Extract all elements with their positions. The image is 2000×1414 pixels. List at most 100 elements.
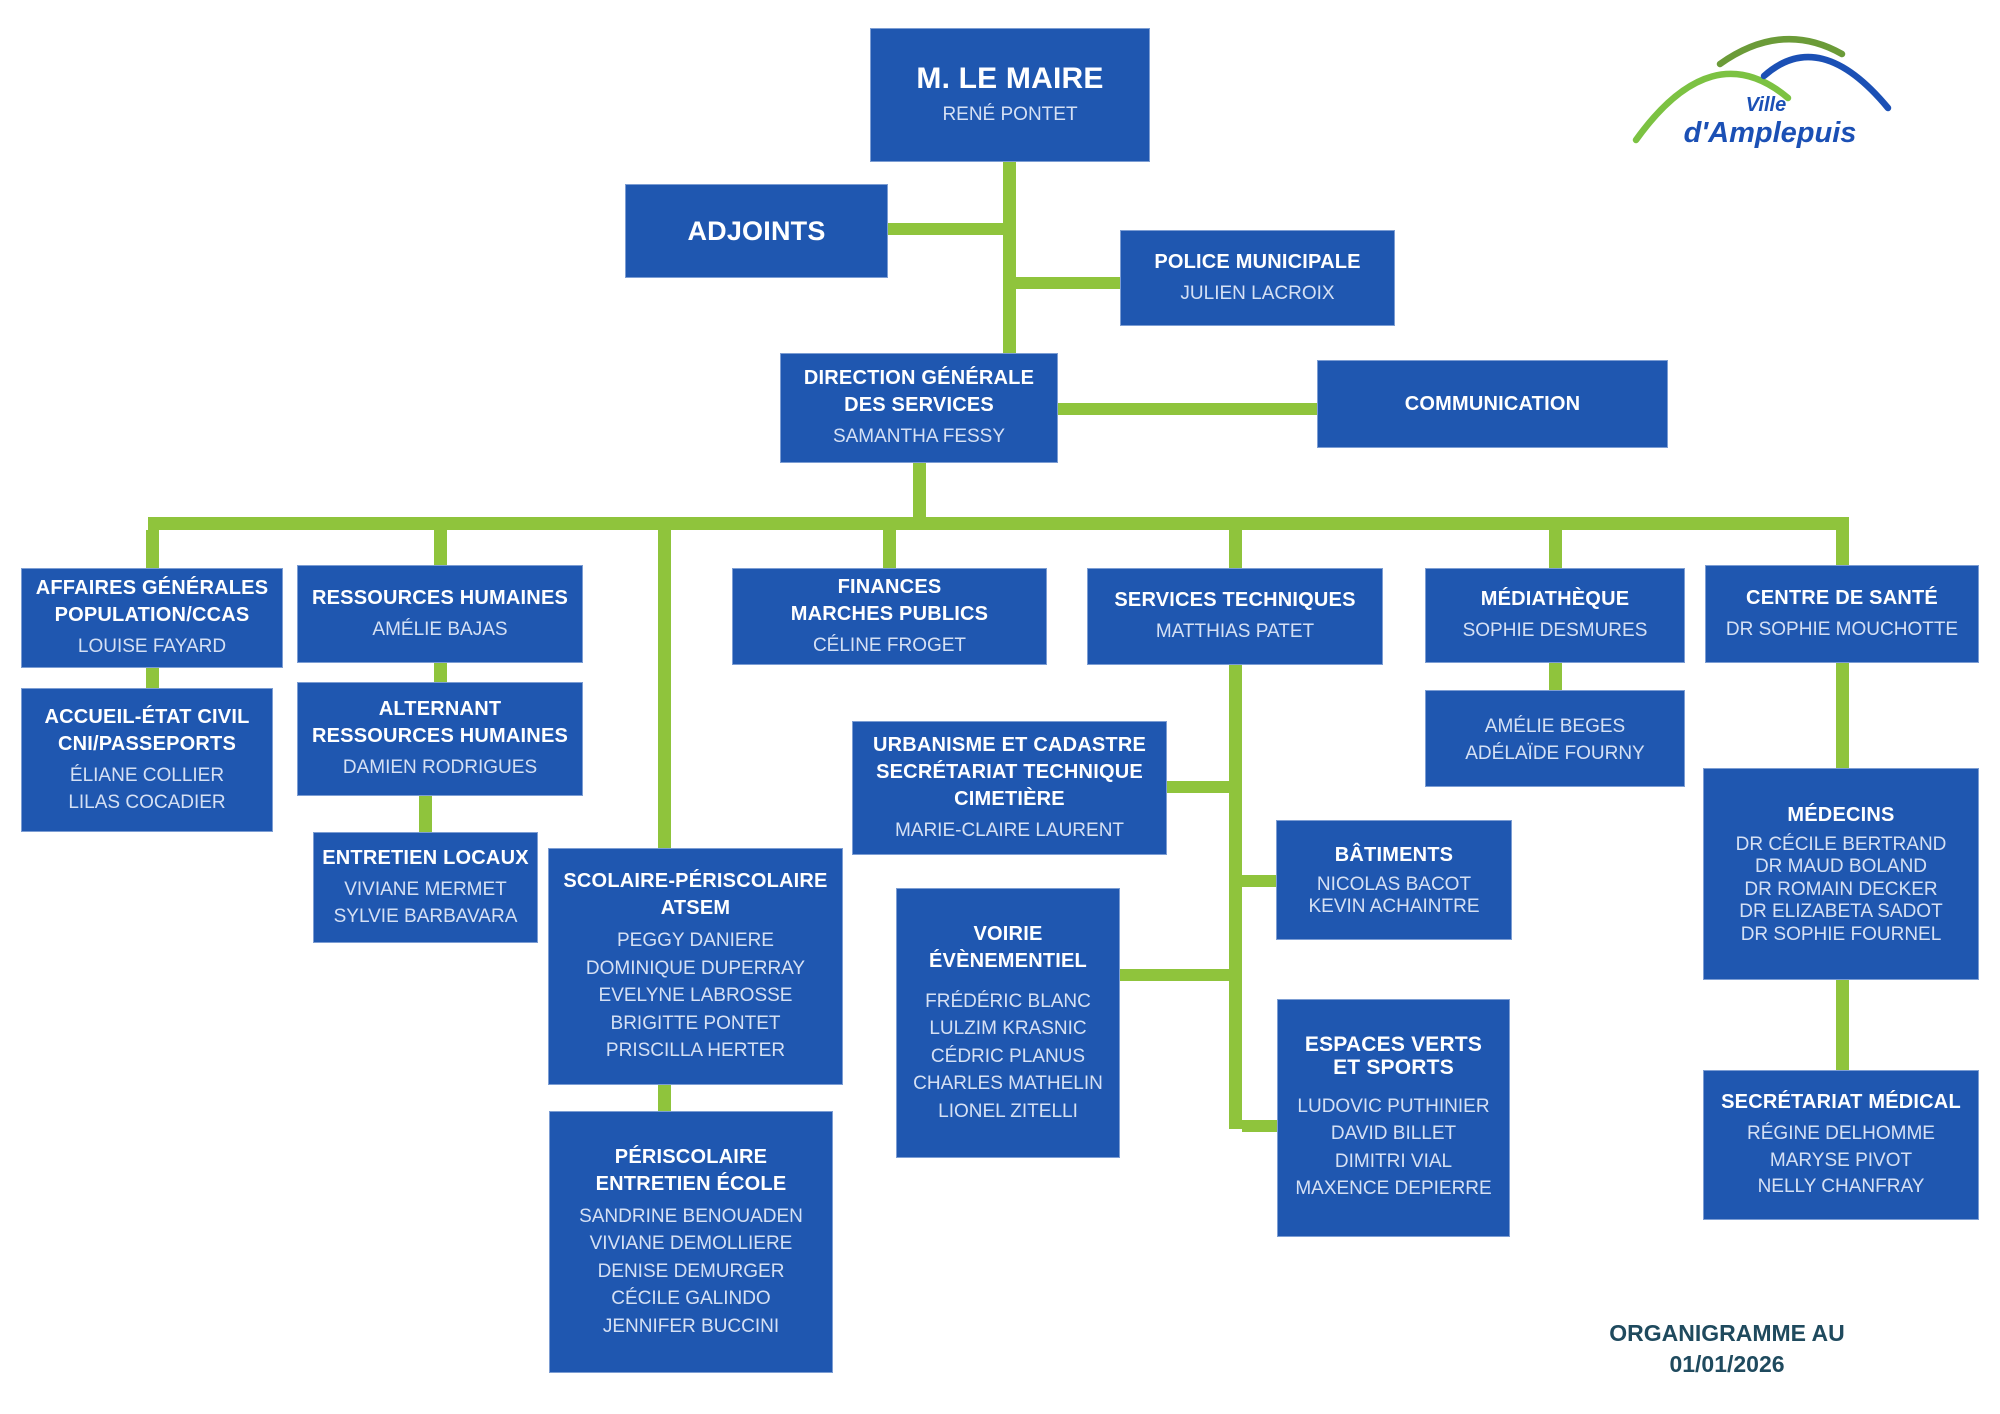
connector-alternant-entretien [419, 796, 432, 832]
text-line: DAMIEN RODRIGUES [342, 757, 538, 779]
text-line: VIVIANE DEMOLLIERE [589, 1233, 793, 1255]
text-line: PEGGY DANIERE [617, 930, 774, 952]
text-line: MATTHIAS PATET [1155, 621, 1315, 643]
box-names: MARIE-CLAIRE LAURENT [861, 818, 1158, 845]
text-line: RESSOURCES HUMAINES [311, 725, 569, 748]
text-line: RÉGINE DELHOMME [1747, 1123, 1935, 1145]
org-box-centre-sante: CENTRE DE SANTÉ DR SOPHIE MOUCHOTTE [1705, 565, 1979, 663]
text-line: LIONEL ZITELLI [938, 1100, 1078, 1122]
connector-batiments-branch [1242, 875, 1276, 887]
connector-drop-rh [434, 530, 447, 565]
text-line: MÉDECINS [1787, 803, 1895, 826]
box-title-lines: M. LE MAIRE [879, 61, 1141, 97]
connector-urbanisme-branch [1167, 781, 1235, 793]
text-line: POLICE MUNICIPALE [1154, 250, 1361, 273]
connector-dgs-drop [913, 463, 926, 517]
org-box-alternant-rh: ALTERNANT RESSOURCES HUMAINES DAMIEN RODR… [297, 682, 583, 796]
box-names: SAMANTHA FESSY [789, 424, 1049, 451]
text-line: ADÉLAÏDE FOURNY [1465, 743, 1645, 764]
text-line: POPULATION/CCAS [54, 604, 250, 627]
box-title-lines: MÉDECINS [1712, 802, 1970, 829]
box-names: JULIEN LACROIX [1129, 281, 1386, 308]
ville-amplepuis-logo: Ville d'Amplepuis [1630, 28, 1895, 153]
text-line: AMÉLIE BEGES [1484, 716, 1626, 738]
box-title-lines: SERVICES TECHNIQUES [1096, 587, 1374, 614]
text-line: DIRECTION GÉNÉRALE [803, 367, 1035, 390]
text-line: JENNIFER BUCCINI [602, 1315, 780, 1337]
connector-main-branch [148, 517, 1849, 530]
text-line: LULZIM KRASNIC [929, 1018, 1087, 1040]
text-line: RESSOURCES HUMAINES [311, 586, 569, 609]
text-line: DR SOPHIE MOUCHOTTE [1725, 618, 1959, 640]
connector-affaires-accueil [146, 667, 159, 688]
text-line: CNI/PASSEPORTS [57, 732, 236, 755]
org-box-services-techniques: SERVICES TECHNIQUES MATTHIAS PATET [1087, 568, 1383, 665]
text-line: MAXENCE DEPIERRE [1295, 1178, 1492, 1200]
connector-voirie-branch [1120, 969, 1235, 981]
logo-arc-blue [1760, 53, 1892, 112]
org-box-accueil-etat-civil: ACCUEIL-ÉTAT CIVIL CNI/PASSEPORTS ÉLIANE … [21, 688, 273, 832]
text-line: M. LE MAIRE [916, 62, 1104, 96]
logo-arc-olive [1716, 35, 1846, 68]
connector-drop-centre-sante [1836, 530, 1849, 565]
text-line: DENISE DEMURGER [597, 1260, 785, 1282]
text-line: DIMITRI VIAL [1334, 1150, 1453, 1172]
text-line: SERVICES TECHNIQUES [1114, 589, 1356, 612]
org-box-ressources-humaines: RESSOURCES HUMAINES AMÉLIE BAJAS [297, 565, 583, 663]
connector-mediatheque-equipe [1549, 663, 1562, 690]
text-line: ALTERNANT [378, 698, 502, 721]
logo-text-ville: Ville [1746, 94, 1786, 116]
text-line: SAMANTHA FESSY [832, 426, 1006, 448]
text-line: DR CÉCILE BERTRAND [1735, 833, 1947, 855]
box-names: AMÉLIE BEGES ADÉLAÏDE FOURNY [1434, 714, 1676, 767]
connector-drop-affaires [146, 530, 159, 568]
connector-drop-services-techniques [1229, 530, 1242, 568]
logo-arc-light-green [1632, 70, 1792, 144]
text-line: RENÉ PONTET [942, 104, 1078, 126]
text-line: ENTRETIEN LOCAUX [322, 846, 529, 869]
box-title-lines: RESSOURCES HUMAINES [306, 585, 574, 612]
text-line: ATSEM [660, 897, 731, 920]
text-line: DR SOPHIE FOURNEL [1740, 923, 1942, 945]
text-line: EVELYNE LABROSSE [598, 985, 793, 1007]
text-line: KEVIN ACHAINTRE [1308, 896, 1480, 917]
org-box-maire: M. LE MAIRE RENÉ PONTET [870, 28, 1150, 162]
text-line: JULIEN LACROIX [1180, 282, 1335, 304]
text-line: SCOLAIRE-PÉRISCOLAIRE [563, 870, 828, 893]
connector-medecins-secretariat [1836, 980, 1849, 1070]
text-line: DR ROMAIN DECKER [1744, 878, 1938, 900]
box-title-lines: ACCUEIL-ÉTAT CIVIL CNI/PASSEPORTS [30, 704, 264, 758]
box-title-lines: ADJOINTS [634, 215, 879, 247]
text-line: ADJOINTS [687, 215, 826, 246]
text-line: VOIRIE [973, 922, 1043, 945]
text-line: ENTRETIEN ÉCOLE [595, 1172, 787, 1195]
box-names: AMÉLIE BAJAS [306, 617, 574, 644]
footer-line-2: 01/01/2026 [1669, 1351, 1785, 1378]
text-line: ACCUEIL-ÉTAT CIVIL [44, 705, 250, 728]
text-line: MARIE-CLAIRE LAURENT [894, 819, 1125, 841]
box-names: DAMIEN RODRIGUES [306, 755, 574, 782]
connector-drop-mediatheque [1549, 530, 1562, 568]
box-title-lines: SECRÉTARIAT MÉDICAL [1712, 1089, 1970, 1116]
box-names: RENÉ PONTET [879, 102, 1141, 129]
text-line: PRISCILLA HERTER [605, 1040, 786, 1062]
text-line: FRÉDÉRIC BLANC [925, 990, 1091, 1012]
text-line: URBANISME ET CADASTRE [872, 733, 1147, 756]
connector-sante-medecins [1836, 663, 1849, 768]
text-line: VIVIANE MERMET [344, 878, 507, 900]
